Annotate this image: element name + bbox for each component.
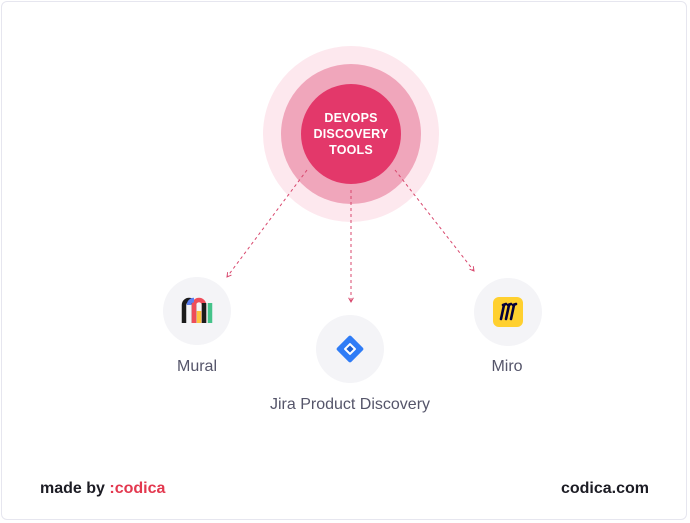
made-by-credit: made by :codica — [40, 480, 165, 498]
site-url: codica.com — [560, 480, 649, 497]
miro-label: Miro — [491, 358, 523, 375]
made-by-text: made by — [40, 480, 105, 497]
hub-circle: DEVOPS DISCOVERY TOOLS — [301, 84, 401, 184]
mural-logo-icon — [181, 297, 213, 323]
connector-arrow-miro — [394, 169, 475, 272]
jira-product-discovery-logo-icon — [336, 335, 364, 363]
hub-title: DEVOPS DISCOVERY TOOLS — [313, 111, 389, 157]
miro-logo-icon — [493, 297, 523, 327]
connector-arrow-mural — [226, 169, 308, 278]
miro-badge — [474, 278, 542, 346]
mural-badge — [163, 277, 231, 345]
jira-badge — [316, 315, 384, 383]
codica-logo: :codica — [109, 480, 166, 497]
jira-label: Jira Product Discovery — [269, 396, 431, 413]
mural-label: Mural — [176, 358, 218, 375]
